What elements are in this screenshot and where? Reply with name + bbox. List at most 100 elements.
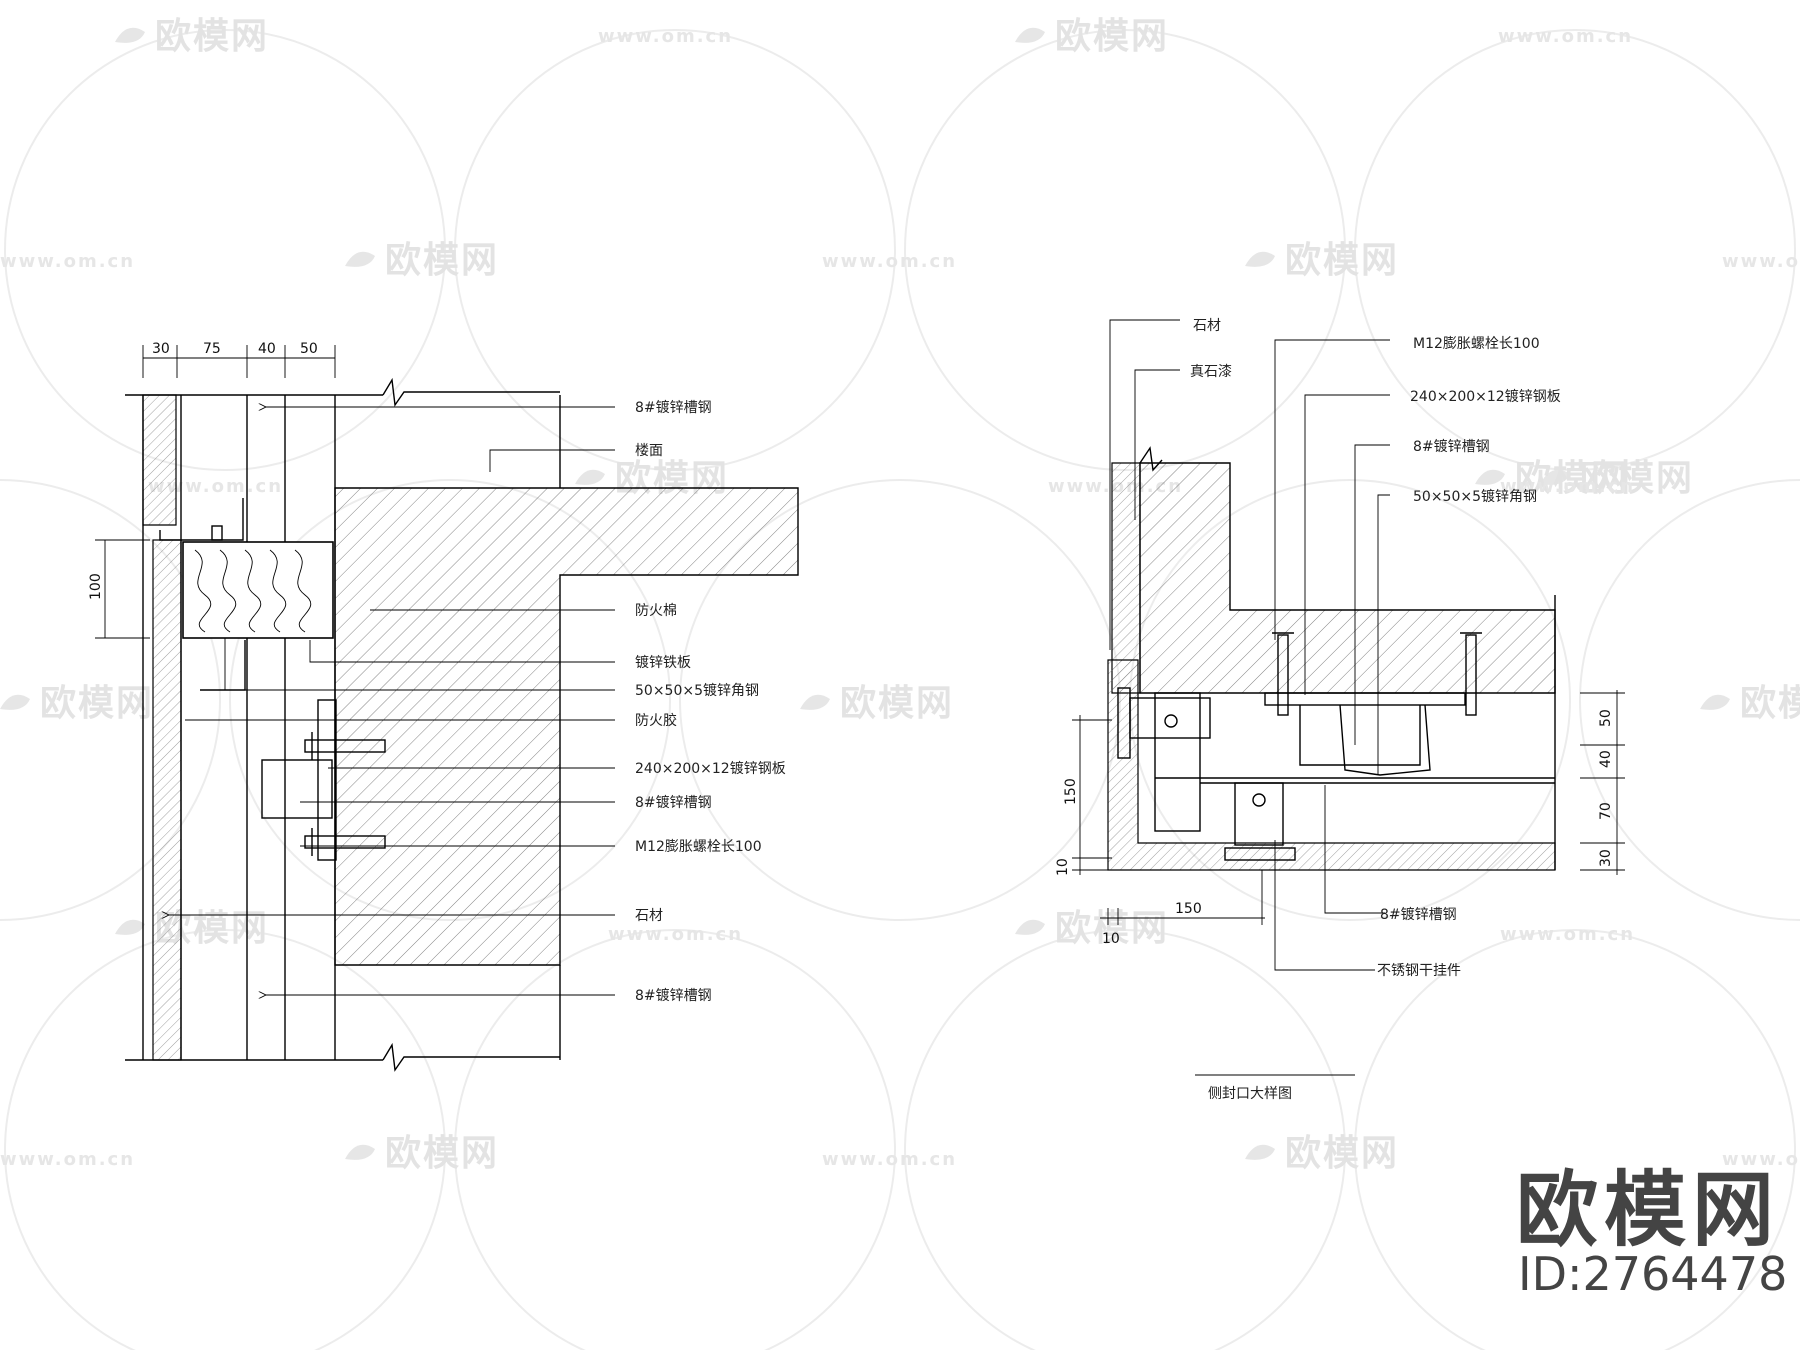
bottom-dim-chain [1100,870,1265,925]
label-fire-sealant: 防火胶 [635,712,677,729]
r-label-expansion-bolt: M12膨胀螺栓长100 [1413,335,1540,352]
watermark-url-text: www.om.cn [1498,26,1633,47]
watermark-logo-text: 欧模网 [1055,16,1169,57]
watermark-logo-icon [345,1144,375,1160]
watermark-url-text: www.om.cn [822,251,957,272]
insulation-wave [194,549,312,633]
dim-top-2: 75 [203,341,221,357]
right-dim-chain [1580,690,1625,875]
top-dim-chain [142,345,336,378]
r-label-stone: 石材 [1193,318,1221,334]
watermark-logo-text: 欧模网 [1055,908,1169,949]
watermark-logo-icon [1700,694,1730,710]
right-bolts [1272,632,1482,716]
watermark-url-text: www.om.cn [1500,476,1635,497]
watermark-logo-text: 欧模网 [1515,458,1629,499]
watermark-logo-text: 欧模网 [1285,1133,1399,1174]
right-labels: 石材 真石漆 M12膨胀螺栓长100 240×200×12镀锌钢板 8#镀锌槽钢… [1190,318,1561,979]
r-label-channel-top: 8#镀锌槽钢 [1413,438,1490,455]
frame-verticals [125,377,561,1072]
dim-left-10: 10 [1055,858,1071,876]
watermark-logo-icon [1475,469,1505,485]
watermark-logo-text: 欧模网 [1580,458,1694,499]
watermark-logo-icon [1540,469,1570,485]
dim-right-40: 40 [1598,750,1614,768]
watermark-logo-text: 欧模网 [155,16,269,57]
watermark-logo-icon [1015,27,1045,43]
dim-side-100: 100 [88,573,104,600]
watermark-url-text: www.om.cn [1500,924,1635,945]
watermark-logo-icon [1015,919,1045,935]
label-angle-steel: 50×50×5镀锌角钢 [635,682,759,699]
dim-top-3: 40 [258,341,276,357]
stone-cladding [152,539,182,1061]
label-channel-steel-top: 8#镀锌槽钢 [635,399,712,416]
left-section-detail: 30 75 40 50 100 8#镀锌槽钢 楼面 防火棉 [88,341,799,1072]
watermark-logo-icon [1245,1144,1275,1160]
watermark-arcs [0,29,1800,1354]
watermark-logo-icon [1245,251,1275,267]
right-leaders [1109,319,1390,971]
concrete-slab [334,487,799,966]
brand-block: 欧模网 ID:2764478 [1516,1163,1787,1301]
r-label-ss-hanger: 不锈钢干挂件 [1377,963,1461,979]
dim-bottom-150: 150 [1175,901,1202,917]
watermark-text-set: 欧模网欧模网欧模网欧模网欧模网欧模网欧模网欧模网欧模网欧模网欧模网欧模网欧模网欧… [0,16,1800,1174]
label-expansion-bolt: M12膨胀螺栓长100 [635,838,762,855]
dim-right-70: 70 [1598,802,1614,820]
label-steel-plate: 240×200×12镀锌钢板 [635,760,786,777]
label-stone: 石材 [635,908,663,924]
left-labels: 8#镀锌槽钢 楼面 防火棉 镀锌铁板 50×50×5镀锌角钢 防火胶 240×2… [635,399,786,1004]
r-label-angle-steel: 50×50×5镀锌角钢 [1413,488,1537,505]
watermark-logo-text: 欧模网 [385,240,499,281]
watermark-logo-icon [800,694,830,710]
watermark-logo-text: 欧模网 [1740,683,1800,724]
watermark-url-text: www.om.cn [822,1149,957,1170]
dim-top-1: 30 [152,341,170,357]
expansion-bolts [211,525,386,856]
right-section-detail: 50 40 70 30 150 10 150 10 [1055,318,1625,1102]
brand-name: 欧模网 [1516,1163,1780,1258]
label-fire-wool: 防火棉 [635,602,677,619]
watermark-url-text: www.om.cn [0,1149,135,1170]
dim-right-50: 50 [1598,709,1614,727]
r-label-steel-plate: 240×200×12镀锌钢板 [1410,388,1561,405]
render-coat [1111,462,1141,694]
fire-insulation-box [182,541,334,639]
watermark-logo-icon [0,694,30,710]
label-channel-steel-mid: 8#镀锌槽钢 [635,794,712,811]
r-label-channel-bottom: 8#镀锌槽钢 [1380,906,1457,923]
dim-right-30: 30 [1598,849,1614,867]
watermark-logo-icon [575,469,605,485]
left-dim-chain [1072,715,1112,875]
label-galv-sheet: 镀锌铁板 [635,654,691,671]
detail-title: 侧封口大样图 [1208,1086,1292,1102]
side-dim [95,539,150,639]
dim-top-4: 50 [300,341,318,357]
watermark-logo-icon [345,251,375,267]
label-floor: 楼面 [635,443,663,459]
watermark-url-text: www.om.cn [598,26,733,47]
watermark-logo-text: 欧模网 [40,683,154,724]
watermark-url-text: www.om.cn [0,251,135,272]
label-channel-steel-bottom: 8#镀锌槽钢 [635,987,712,1004]
watermark-logo-text: 欧模网 [385,1133,499,1174]
stone-top [142,394,177,526]
watermark-url-text: www.om.cn [1722,251,1800,272]
brand-id: ID:2764478 [1518,1247,1787,1301]
left-leaders [168,407,615,995]
r-label-real-stone-paint: 真石漆 [1190,364,1232,380]
watermark-layer: 欧模网欧模网欧模网欧模网欧模网欧模网欧模网欧模网欧模网欧模网欧模网欧模网欧模网欧… [0,16,1800,1354]
dim-bottom-10: 10 [1102,931,1120,947]
right-frame [1117,446,1556,870]
watermark-logo-icon [115,919,145,935]
watermark-url-text: www.om.cn [1722,1149,1800,1170]
watermark-logo-text: 欧模网 [1285,240,1399,281]
dim-left-150: 150 [1063,778,1079,805]
watermark-url-text: www.om.cn [608,924,743,945]
angle-plates [159,498,337,861]
watermark-logo-icon [115,27,145,43]
watermark-logo-text: 欧模网 [840,683,954,724]
